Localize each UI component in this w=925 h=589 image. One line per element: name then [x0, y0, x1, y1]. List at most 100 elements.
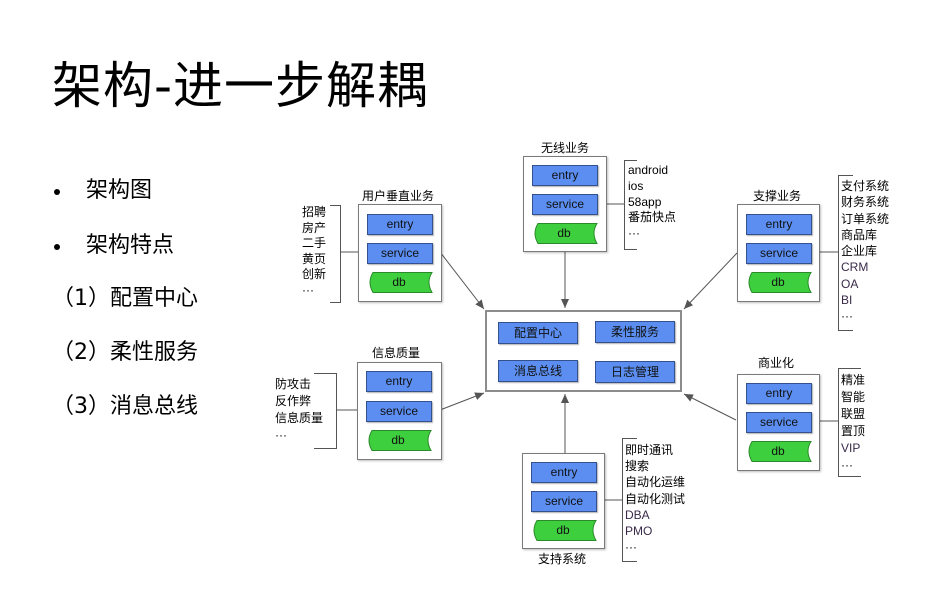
arrow-support-biz-to-core: [683, 252, 738, 310]
service-chip: service: [366, 401, 432, 422]
service-title-wireless: 无线业务: [540, 141, 589, 155]
list-item: 置顶: [841, 424, 866, 438]
service-chip: service: [746, 243, 812, 264]
core-platform-box: 配置中心 柔性服务 消息总线 日志管理: [485, 310, 682, 392]
service-title-support-sys: 支持系统: [537, 552, 586, 566]
list-item: 支付系统: [841, 179, 890, 193]
list-item: 精准: [841, 373, 866, 387]
bracket: [838, 368, 861, 477]
list-item: ···: [302, 282, 314, 297]
service-box-support-biz: entry service db: [737, 204, 820, 302]
list-item: BI: [841, 293, 853, 308]
list-item: CRM: [841, 260, 869, 275]
list-item: 58app: [628, 194, 662, 209]
list-item: 联盟: [841, 407, 866, 421]
list-item: 防攻击: [275, 377, 312, 391]
list-item: ···: [628, 226, 640, 241]
list-item: 黄页: [302, 251, 327, 266]
entry-chip: entry: [746, 383, 812, 404]
db-cylinder: db: [531, 520, 597, 541]
list-item: ios: [628, 178, 644, 193]
list-item: 自动化测试: [625, 491, 686, 506]
bracket: [314, 373, 337, 449]
service-title-user-vertical: 用户垂直业务: [361, 189, 434, 203]
service-chip: service: [532, 194, 598, 215]
list-item: 企业库: [841, 244, 878, 259]
bracket: [624, 160, 637, 250]
bullet-text: 架构图: [86, 178, 153, 203]
db-cylinder: db: [746, 441, 812, 462]
db-label: db: [392, 275, 406, 289]
list-item: 智能: [841, 390, 866, 404]
arrow-commercial-to-core: [683, 393, 737, 421]
list-item: ···: [275, 428, 287, 442]
bullet-text: 架构特点: [86, 233, 175, 258]
list-item: PMO: [625, 524, 653, 539]
db-cylinder: db: [366, 430, 432, 451]
entry-chip: entry: [366, 371, 432, 392]
service-box-support-sys: entry service db: [522, 453, 605, 549]
service-title-commercial: 商业化: [757, 356, 794, 370]
list-item: 自动化运维: [625, 475, 686, 490]
db-label: db: [771, 275, 785, 289]
bracket: [622, 438, 637, 562]
list-commercial: 精准 智能 联盟 置顶 VIP ···: [841, 372, 865, 474]
list-item: 房产: [302, 220, 327, 235]
list-item: 即时通讯: [625, 443, 674, 457]
list-item: ···: [841, 309, 853, 324]
service-chip: service: [531, 491, 597, 512]
list-item: 信息质量: [275, 411, 324, 425]
list-wireless: android ios 58app 番茄快点 ···: [628, 163, 676, 242]
bullet-dot-icon: [54, 189, 60, 195]
db-label: db: [557, 226, 571, 240]
core-item-flexible-service: 柔性服务: [595, 321, 675, 343]
list-info-quality: 防攻击 反作弊 信息质量 ···: [275, 376, 323, 444]
list-user-vertical: 招聘 房产 二手 黄页 创新 ···: [302, 205, 326, 299]
service-title-support-biz: 支撑业务: [752, 189, 801, 203]
entry-chip: entry: [531, 462, 597, 483]
list-item: 反作弊: [275, 394, 312, 408]
db-label: db: [391, 433, 405, 447]
entry-chip: entry: [367, 214, 433, 235]
entry-chip: entry: [746, 214, 812, 235]
service-box-wireless: entry service db: [523, 156, 607, 252]
entry-chip: entry: [532, 165, 598, 186]
list-item: 商品库: [841, 227, 878, 242]
db-cylinder: db: [532, 223, 598, 244]
service-box-user-vertical: entry service db: [358, 204, 442, 302]
list-support-biz: 支付系统 财务系统 订单系统 商品库 企业库 CRM OA BI ···: [841, 178, 889, 325]
bullet-dot-icon: [54, 244, 60, 250]
service-chip: service: [367, 243, 433, 264]
bracket: [838, 175, 853, 331]
list-item: ···: [625, 540, 637, 555]
list-item: 财务系统: [841, 195, 890, 210]
arrow-info-quality-to-core: [439, 392, 485, 411]
db-cylinder: db: [746, 272, 812, 293]
list-support-sys: 即时通讯 搜索 自动化运维 自动化测试 DBA PMO ···: [625, 442, 685, 555]
bracket: [330, 205, 341, 303]
list-item: 二手: [302, 236, 327, 251]
service-title-info-quality: 信息质量: [371, 346, 420, 360]
arrow-user-vertical-to-core: [439, 251, 485, 310]
core-item-config-center: 配置中心: [498, 322, 578, 344]
db-cylinder: db: [367, 272, 433, 293]
list-item: 订单系统: [841, 211, 890, 226]
db-label: db: [771, 444, 785, 458]
feature-item: （3）消息总线: [52, 394, 198, 419]
feature-item: （2）柔性服务: [52, 340, 198, 365]
list-item: 招聘: [302, 205, 327, 219]
service-chip: service: [746, 412, 812, 433]
list-item: VIP: [841, 441, 861, 455]
list-item: ···: [841, 458, 853, 472]
core-item-log-management: 日志管理: [595, 361, 675, 383]
list-item: android: [628, 163, 669, 177]
list-item: OA: [841, 276, 859, 291]
service-box-commercial: entry service db: [737, 374, 820, 471]
list-item: 番茄快点: [628, 210, 677, 225]
list-item: 创新: [302, 267, 327, 282]
feature-item: （1）配置中心: [52, 286, 198, 311]
core-item-message-bus: 消息总线: [498, 360, 578, 382]
list-item: DBA: [625, 507, 650, 522]
service-box-info-quality: entry service db: [357, 362, 442, 460]
